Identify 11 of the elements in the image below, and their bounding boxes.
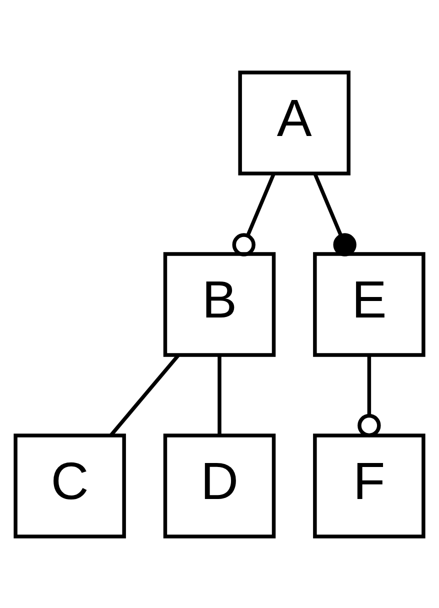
node-box: C bbox=[14, 433, 126, 538]
connector bbox=[110, 354, 180, 436]
node-box: A bbox=[238, 70, 350, 175]
node-box: B bbox=[163, 252, 276, 356]
node-box: E bbox=[313, 252, 426, 356]
connector bbox=[232, 172, 276, 256]
node-box: F bbox=[313, 433, 426, 538]
node-box: D bbox=[163, 433, 276, 538]
connector bbox=[313, 172, 356, 256]
connector bbox=[358, 354, 381, 437]
connector bbox=[218, 354, 222, 435]
